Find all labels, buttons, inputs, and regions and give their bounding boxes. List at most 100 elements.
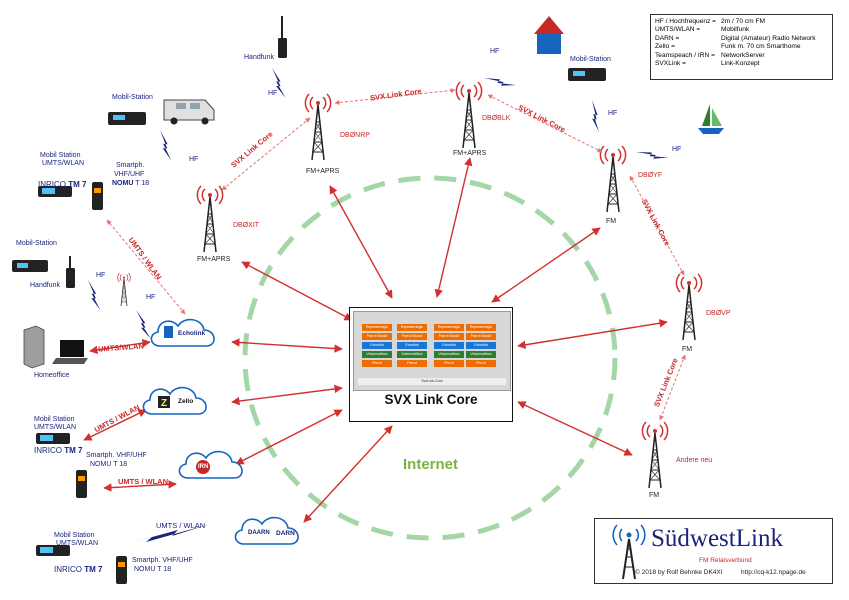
legend-row: HF / Hochfrequenz = 2m / 70 cm FM (655, 18, 828, 26)
legend-key: Teamspeach / IRN = (655, 51, 715, 59)
umts-link-label: UMTS / WLAN (118, 477, 168, 486)
tower-db0yf (599, 145, 627, 213)
legend-key: HF / Hochfrequenz = (655, 18, 717, 25)
brand-subtitle: FM Relaisverbund (699, 557, 752, 564)
legend-value: 2m / 70 cm FM (721, 18, 765, 25)
smartphone-station-2-line1: Mobil Station (34, 416, 75, 423)
tower-db0xit (196, 185, 224, 253)
tower-mode-db0nrp: FM+APRS (306, 168, 340, 175)
darn-label: DARN (276, 530, 295, 537)
core-module: Echolink (466, 342, 496, 349)
smartphone-station-1-line1: Mobil Station (40, 152, 81, 159)
tower-db0nrp (304, 93, 332, 161)
svx-links (106, 87, 686, 421)
tower-call-db0nrp: DBØNRP (340, 132, 370, 139)
internet-label: Internet (403, 456, 459, 473)
core-module: Parrot Modul (397, 333, 427, 340)
legend-value: Mobilfunk (721, 26, 750, 34)
core-links (83, 157, 668, 523)
handfunk-label: Handfunk (30, 282, 60, 289)
brand-copyright: © 2018 by Rolf Behnke DK4XI (635, 569, 723, 576)
hf-label: HF (146, 294, 156, 301)
cloud-shapes (142, 318, 299, 545)
mobile-radio-icon (12, 68, 606, 556)
core-title: SVX Link Core (384, 392, 478, 407)
mobil-station-label: Mobil-Station (16, 240, 57, 247)
zello-label: Zello (178, 398, 194, 405)
smartphone-station-3-line2: UMTS/WLAN (56, 540, 98, 547)
core-module: Repeaterlogic (397, 324, 427, 331)
core-module: Parrot (466, 360, 496, 367)
smartphone-station-3-line1: Mobil Station (54, 532, 95, 539)
smartphone-station-1-line3: INRICO TM 7 (38, 180, 87, 189)
tower-call-db0xit: DBØXIT (233, 222, 260, 229)
core-module: Echolink (397, 342, 427, 349)
core-module: Repeaterlogic (362, 324, 392, 331)
smartphone-station-1-line2: UMTS/WLAN (42, 160, 84, 167)
tower-call-andere: Andere neu (676, 457, 713, 464)
mobil-station-label: Mobil-Station (570, 56, 611, 63)
hf-label: HF (490, 48, 500, 55)
umts-bolt (112, 524, 210, 548)
legend-row: Zello = Funk m. 70 cm Smarthome (655, 43, 828, 51)
core-module: Voicemailbox (397, 351, 427, 358)
tower-mode-db0xit: FM+APRS (197, 256, 231, 263)
smartphone-station-1-phone: Smartph. (116, 162, 145, 169)
hf-label: HF (608, 110, 618, 117)
hf-bolt (579, 100, 612, 133)
hf-label: HF (268, 90, 278, 97)
echolink-label: Echolink (178, 330, 206, 337)
core-module: Repeaterlogic (466, 324, 496, 331)
core-module: Parrot Modul (434, 333, 464, 340)
tower-call-db0vp: DBØVP (706, 310, 731, 317)
core-module: Parrot Modul (466, 333, 496, 340)
smartphone-station-3-line3: INRICO TM 7 (54, 565, 103, 574)
core-module: Repeaterlogic (434, 324, 464, 331)
mobil-station-label: Mobil-Station (112, 94, 153, 101)
smartphone-station-2-line2: UMTS/WLAN (34, 424, 76, 431)
core-module: Voicemailbox (434, 351, 464, 358)
hf-label: HF (189, 156, 199, 163)
brand-url: http://cq-k12.npage.de (741, 569, 806, 576)
smartphone-station-1-phone: VHF/UHF (114, 171, 145, 178)
boat-icon (698, 104, 724, 134)
core-module: Voicemailbox (466, 351, 496, 358)
brand-tower-icon (612, 524, 646, 580)
tower-mode-db0blk: FM+APRS (453, 150, 487, 157)
core-module: Voicemailbox (362, 351, 392, 358)
smartphone-station-2-phone: Smartph. VHF/UHF (86, 452, 147, 459)
core-module: Parrot (434, 360, 464, 367)
handheld-radio-icon (66, 16, 287, 584)
smartphone-station-3-phone: NOMU T 18 (134, 566, 172, 573)
hf-bolt (636, 139, 669, 170)
core-module: Echolink (362, 342, 392, 349)
legend-key: DARN = (655, 34, 680, 42)
tower-db0blk (455, 81, 483, 149)
core-module: Parrot (362, 360, 392, 367)
cloud-logos: Z (158, 326, 210, 474)
tower-mode-db0vp: FM (682, 346, 693, 353)
tower-db0vp (675, 273, 703, 341)
smartphone-station-2-line3: INRICO TM 7 (34, 446, 83, 455)
tower-small (117, 272, 131, 307)
legend-value: Digital (Amateur) Radio Network (721, 34, 816, 42)
legend-row: Teamspeach / IRN = NetworkServer (655, 52, 828, 60)
legend-row: DARN = Digital (Amateur) Radio Network (655, 35, 828, 43)
smartphone-station-3-phone: Smartph. VHF/UHF (132, 557, 193, 564)
tower-call-db0blk: DBØBLK (482, 115, 511, 122)
legend-value: Link-Konzept (721, 60, 760, 68)
core-module: Echolink (434, 342, 464, 349)
legend-value: NetworkServer (721, 51, 765, 59)
internet-ring (242, 175, 618, 541)
core-base: SvxLink-Core (358, 378, 506, 385)
legend-value: Funk m. 70 cm Smarthome (721, 43, 801, 51)
tower-andere (641, 421, 669, 489)
hf-bolt (78, 280, 111, 311)
legend-key: Zello = (655, 43, 675, 51)
core-module: Parrot (397, 360, 427, 367)
core-module: Parrot Modul (362, 333, 392, 340)
homeoffice-label: Homeoffice (34, 372, 70, 379)
